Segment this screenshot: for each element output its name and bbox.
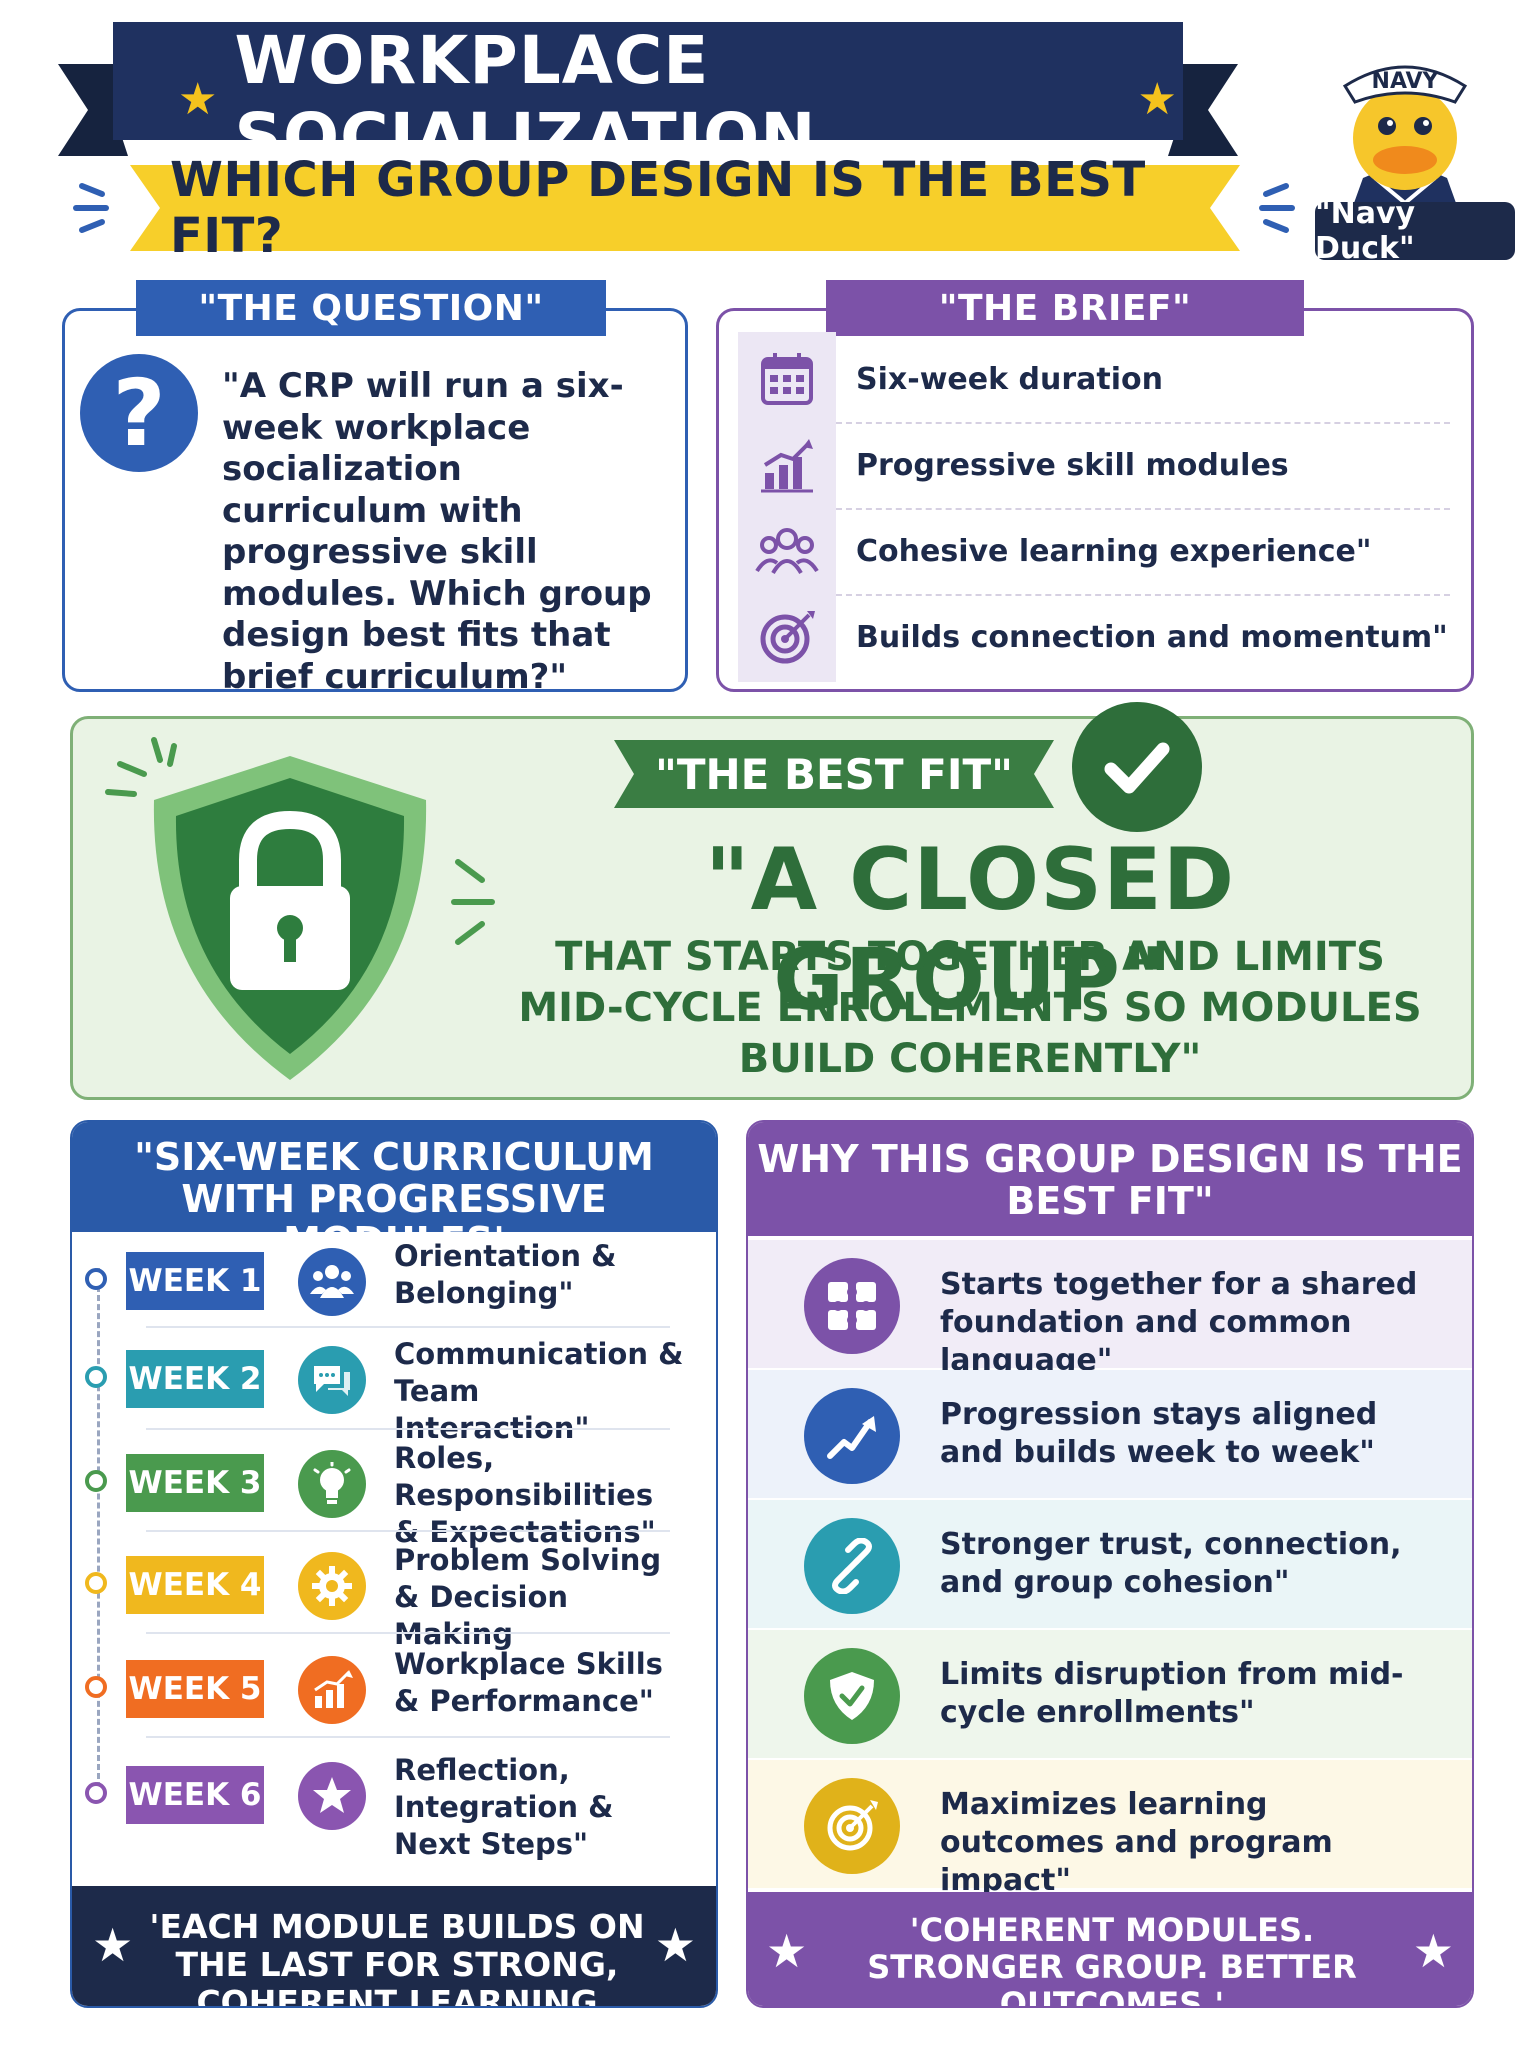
star-icon: ★	[178, 73, 219, 125]
lightbulb-icon	[298, 1450, 366, 1518]
star-icon	[298, 1762, 366, 1830]
curriculum-heading: "SIX-WEEK CURRICULUM WITH PROGRESSIVE MO…	[72, 1122, 716, 1262]
divider	[146, 1428, 670, 1430]
puzzle-icon	[804, 1258, 900, 1354]
why-item: Limits disruption from mid-cycle enrollm…	[748, 1630, 1472, 1758]
sparkle-lines-icon	[451, 859, 495, 945]
target-icon	[804, 1778, 900, 1874]
sparkle-lines-icon	[105, 737, 177, 797]
why-item-label: Limits disruption from mid-cycle enrollm…	[940, 1657, 1404, 1730]
curriculum-footer-text: 'EACH MODULE BUILDS ON THE LAST FOR STRO…	[149, 1907, 645, 2008]
timeline-dot	[85, 1572, 107, 1594]
accent-dashes-icon	[73, 183, 109, 233]
divider	[836, 422, 1450, 424]
week-badge: WEEK 4	[126, 1556, 264, 1614]
group-icon	[738, 508, 836, 594]
brief-item-label: Six-week duration	[856, 361, 1163, 397]
page-title: ★ WORKPLACE SOCIALIZATION ★	[178, 22, 1178, 176]
accent-dashes-icon	[1259, 183, 1295, 233]
timeline-dot	[85, 1268, 107, 1290]
why-item: Maximizes learning outcomes and program …	[748, 1760, 1472, 1898]
checkmark-icon	[1072, 702, 1202, 832]
brief-item-label: Cohesive learning experience"	[856, 533, 1372, 569]
star-icon: ★	[766, 1924, 808, 1978]
divider	[146, 1530, 670, 1532]
star-icon: ★	[1137, 73, 1178, 125]
brief-panel	[716, 308, 1474, 692]
question-mark-icon: ?	[80, 354, 198, 472]
why-item-label: Progression stays aligned and builds wee…	[940, 1397, 1378, 1470]
why-item-label: Starts together for a shared foundation …	[940, 1267, 1418, 1378]
chat-icon	[298, 1346, 366, 1414]
question-text: "A CRP will run a six-week workplace soc…	[222, 366, 652, 697]
brief-item-label: Builds connection and momentum"	[856, 619, 1448, 655]
week-badge: WEEK 3	[126, 1454, 264, 1512]
why-footer: ★ 'COHERENT MODULES. STRONGER GROUP. BET…	[748, 1892, 1472, 2006]
brief-item-label: Progressive skill modules	[856, 447, 1289, 483]
week-label: Workplace Skills & Performance"	[394, 1647, 663, 1718]
week-label: Roles, Responsibilities & Expectations"	[394, 1441, 656, 1549]
brief-item: Six-week duration	[738, 336, 1450, 422]
timeline-dot	[85, 1470, 107, 1492]
bar-chart-icon	[738, 422, 836, 508]
brief-item: Builds connection and momentum"	[738, 594, 1450, 680]
week-label: Orientation & Belonging"	[394, 1239, 617, 1310]
why-panel: WHY THIS GROUP DESIGN IS THE BEST FIT" S…	[746, 1120, 1474, 2008]
week-row: WEEK 1 Orientation & Belonging"	[82, 1228, 682, 1328]
why-item: Starts together for a shared foundation …	[748, 1240, 1472, 1378]
week-badge: WEEK 6	[126, 1766, 264, 1824]
why-item: Progression stays aligned and builds wee…	[748, 1370, 1472, 1498]
why-item-label: Stronger trust, connection, and group co…	[940, 1527, 1402, 1600]
week-label: Reflection, Integration & Next Steps"	[394, 1753, 614, 1861]
best-fit-tab: "THE BEST FIT"	[654, 749, 1014, 799]
week-row: WEEK 4 Problem Solving & Decision Making	[82, 1532, 682, 1651]
growth-chart-icon	[298, 1656, 366, 1724]
week-row: WEEK 5 Workplace Skills & Performance"	[82, 1636, 682, 1736]
best-fit-subtitle: THAT STARTS TOGETHER AND LIMITS MID-CYCL…	[518, 934, 1422, 1082]
why-item: Stronger trust, connection, and group co…	[748, 1500, 1472, 1628]
divider	[146, 1326, 670, 1328]
timeline-dot	[85, 1366, 107, 1388]
divider	[146, 1736, 670, 1738]
week-badge: WEEK 5	[126, 1660, 264, 1718]
timeline-dot	[85, 1676, 107, 1698]
shield-lock-icon	[153, 756, 427, 1080]
title-banner: ★ WORKPLACE SOCIALIZATION ★	[58, 22, 1238, 176]
week-row: WEEK 2 Communication & Team Interaction"	[82, 1326, 683, 1445]
divider	[146, 1632, 670, 1634]
best-fit-tab-shape	[614, 740, 1054, 808]
people-icon	[298, 1248, 366, 1316]
svg-text:NAVY: NAVY	[1372, 69, 1440, 94]
shield-check-icon	[804, 1648, 900, 1744]
star-icon: ★	[92, 1918, 134, 1972]
why-footer-text: 'COHERENT MODULES. STRONGER GROUP. BETTE…	[867, 1911, 1357, 2008]
star-icon: ★	[654, 1918, 696, 1972]
timeline-dot	[85, 1782, 107, 1804]
brief-tab: "THE BRIEF"	[826, 280, 1304, 336]
mascot-label: "Navy Duck"	[1315, 196, 1515, 266]
week-badge: WEEK 1	[126, 1252, 264, 1310]
curriculum-footer: ★ 'EACH MODULE BUILDS ON THE LAST FOR ST…	[72, 1886, 716, 2006]
brief-item: Progressive skill modules	[738, 422, 1450, 508]
week-badge: WEEK 2	[126, 1350, 264, 1408]
brief-item: Cohesive learning experience"	[738, 508, 1450, 594]
trend-up-icon	[804, 1388, 900, 1484]
question-tab: "THE QUESTION"	[136, 280, 606, 336]
page-subtitle: WHICH GROUP DESIGN IS THE BEST FIT?	[170, 152, 1146, 264]
divider	[836, 594, 1450, 596]
link-icon	[804, 1518, 900, 1614]
why-heading: WHY THIS GROUP DESIGN IS THE BEST FIT"	[748, 1122, 1472, 1236]
target-icon	[738, 594, 836, 680]
week-row: WEEK 6 Reflection, Integration & Next St…	[82, 1742, 682, 1861]
timeline-line	[97, 1268, 100, 1788]
subtitle-banner: WHICH GROUP DESIGN IS THE BEST FIT?	[130, 152, 1240, 264]
star-icon: ★	[1412, 1924, 1454, 1978]
best-fit-title: "A CLOSED GROUP"	[704, 830, 1236, 1030]
gear-icon	[298, 1552, 366, 1620]
why-item-label: Maximizes learning outcomes and program …	[940, 1787, 1333, 1898]
week-row: WEEK 3 Roles, Responsibilities & Expecta…	[82, 1430, 682, 1549]
week-label: Problem Solving & Decision Making	[394, 1543, 662, 1651]
divider	[836, 508, 1450, 510]
calendar-icon	[738, 336, 836, 422]
